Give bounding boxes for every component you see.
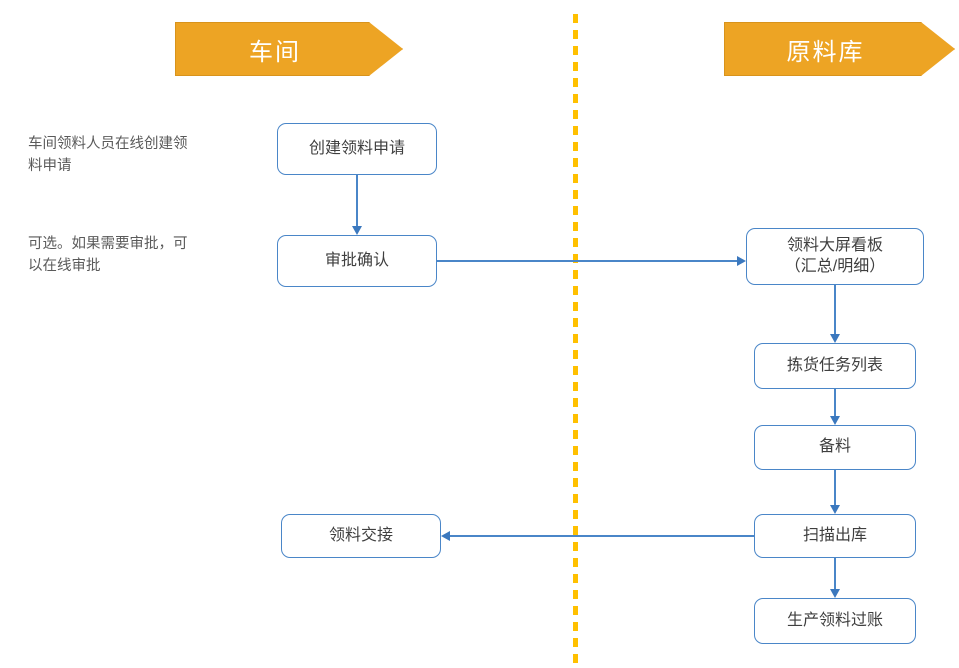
note-approval: 可选。如果需要审批，可 以在线审批 [28, 236, 188, 274]
edge-scan-to-posting-line [834, 558, 836, 589]
node-dashboard[interactable]: 领料大屏看板 （汇总/明细） [746, 228, 924, 285]
node-posting-label: 生产领料过账 [786, 611, 883, 629]
node-create-request-label: 创建领料申请 [308, 139, 405, 157]
node-create-request[interactable]: 创建领料申请 [277, 123, 437, 175]
node-scan-out-label: 扫描出库 [802, 526, 867, 544]
node-approval-confirm-label: 审批确认 [324, 251, 389, 269]
node-dashboard-label: 领料大屏看板 （汇总/明细） [784, 237, 886, 275]
edge-approval-to-dashboard-arrowhead [737, 255, 746, 266]
edge-create-to-approval-arrowhead [351, 226, 362, 235]
node-prepare[interactable]: 备料 [754, 425, 916, 470]
node-approval-confirm[interactable]: 审批确认 [277, 235, 437, 287]
node-posting[interactable]: 生产领料过账 [754, 598, 916, 644]
node-picking-list-label: 拣货任务列表 [786, 356, 883, 374]
edge-scan-to-posting-arrowhead [829, 589, 840, 598]
edge-scan-to-handover-arrowhead [441, 530, 450, 541]
node-scan-out[interactable]: 扫描出库 [754, 514, 916, 558]
node-prepare-label: 备料 [818, 438, 851, 456]
edge-prepare-to-scan-line [834, 470, 836, 505]
node-handover[interactable]: 领料交接 [281, 514, 441, 558]
edge-create-to-approval-line [356, 175, 358, 227]
node-picking-list[interactable]: 拣货任务列表 [754, 343, 916, 389]
note-create-request: 车间领料人员在线创建领 料申请 [28, 136, 188, 174]
lane-banner-material-warehouse: 原料库 [724, 22, 955, 76]
edge-dashboard-to-picking-line [834, 285, 836, 334]
edge-scan-to-handover-line [450, 535, 754, 537]
edge-approval-to-dashboard-line [437, 260, 737, 262]
lane-divider-dashed [573, 14, 578, 668]
lane-banner-workshop: 车间 [175, 22, 403, 76]
lane-banner-material-warehouse-label: 原料库 [786, 38, 865, 66]
node-handover-label: 领料交接 [328, 526, 393, 544]
edge-picking-to-prepare-line [834, 389, 836, 416]
edge-dashboard-to-picking-arrowhead [829, 334, 840, 343]
edge-prepare-to-scan-arrowhead [829, 505, 840, 514]
lane-banner-workshop-label: 车间 [249, 38, 301, 66]
edge-picking-to-prepare-arrowhead [829, 416, 840, 425]
